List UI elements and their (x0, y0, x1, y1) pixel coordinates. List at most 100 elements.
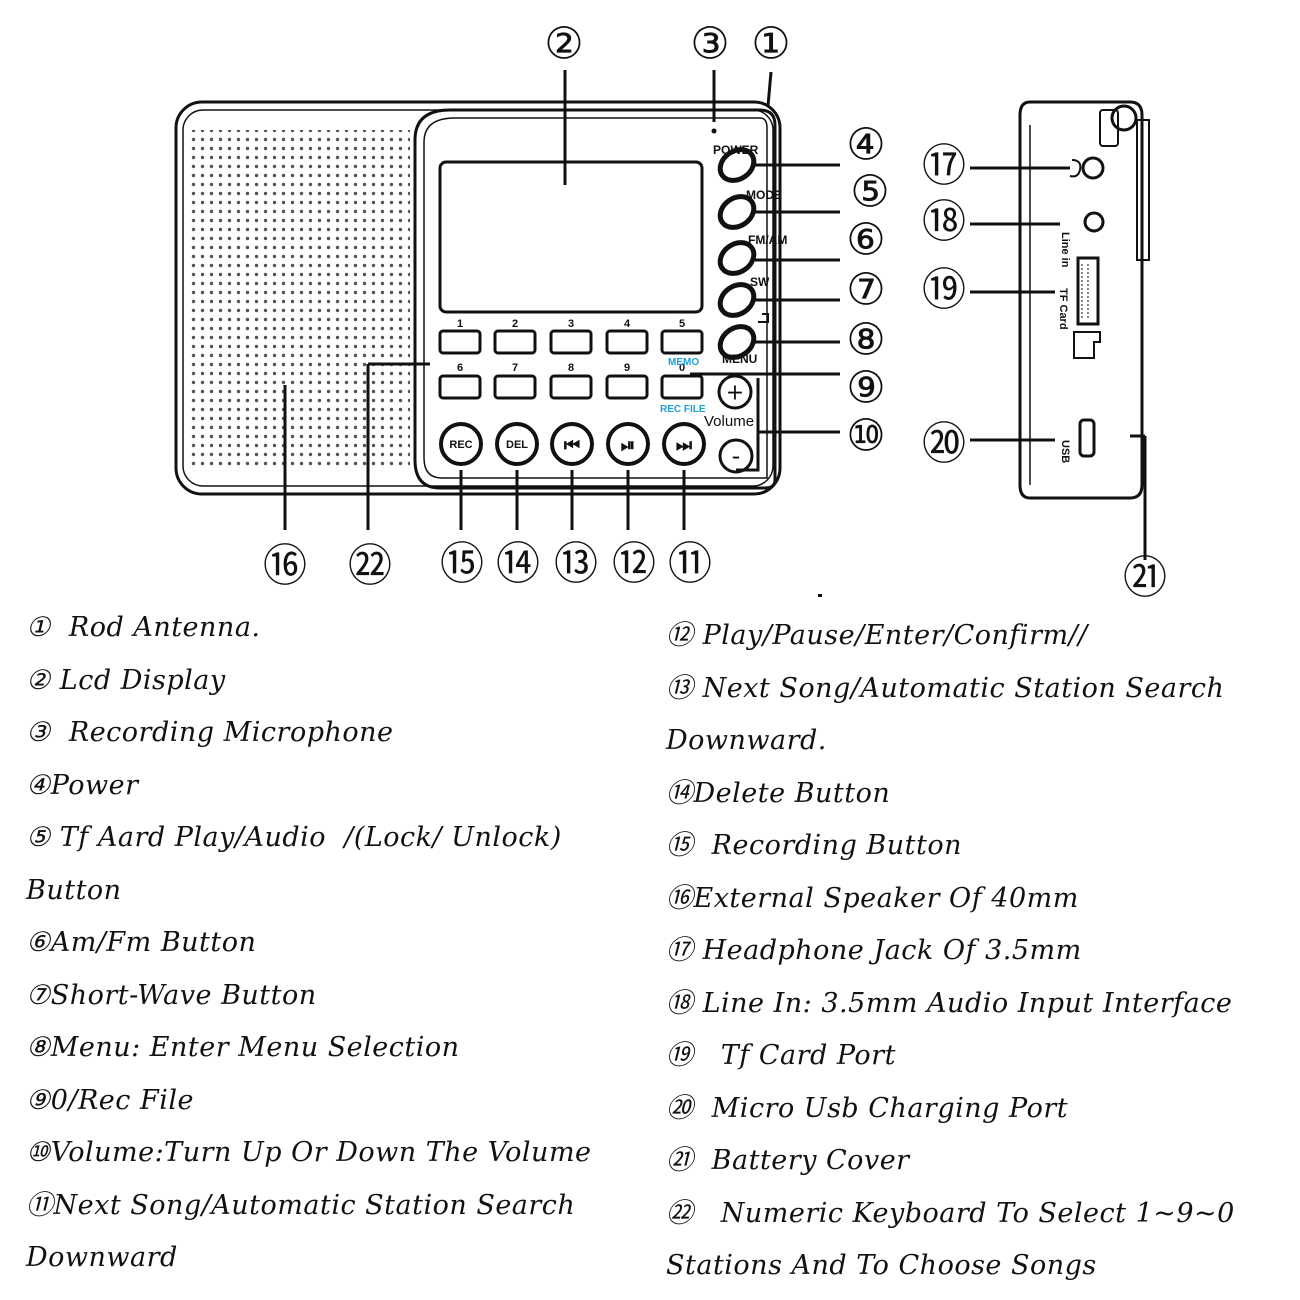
tf-card-slot (1076, 256, 1100, 326)
callout-1: ① (751, 19, 790, 70)
side-button-label: FM/AM (748, 233, 787, 247)
side-button-mode[interactable] (714, 190, 760, 234)
legend-line: ㉒ Numeric Keyboard To Select 1~9~0 (666, 1197, 1235, 1229)
legend-line: ⑱ Line In: 3.5mm Audio Input Interface (666, 987, 1233, 1019)
legend-line: ① Rod Antenna. (26, 612, 261, 643)
key-label: 0 (679, 362, 685, 374)
transport-button-3[interactable] (606, 422, 650, 466)
key-9[interactable] (605, 374, 649, 400)
legend-line: Button (26, 874, 122, 906)
volume-control: + - Volume (704, 374, 760, 474)
transport-label: ⏮ (564, 435, 580, 455)
front-panel-inner (423, 117, 768, 479)
radio-body-outer (174, 100, 782, 496)
key-label: 9 (624, 362, 630, 374)
radio-side-view: Line in TF Card USB (1018, 100, 1150, 500)
side-button-sw[interactable] (714, 278, 760, 322)
legend-line: ⑨0/Rec File (26, 1084, 194, 1116)
speaker-grill (190, 130, 410, 470)
key-3[interactable] (549, 329, 593, 355)
transport-button-0[interactable] (439, 422, 483, 466)
callout-22: ㉒ (348, 541, 392, 592)
legend-line: ⑲ Tf Card Port (666, 1040, 896, 1071)
side-button-label: POWER (713, 143, 759, 157)
callout-4: ④ (846, 120, 885, 171)
callout-11: ⑪ (668, 539, 712, 590)
legend-line: ㉑ Battery Cover (666, 1145, 910, 1176)
legend-line: ⑦Short-Wave Button (26, 979, 317, 1011)
volume-bracket (736, 378, 760, 472)
dot-mark (818, 594, 822, 597)
microphone-hole (711, 128, 717, 134)
callout-18: ⑱ (922, 197, 966, 248)
legend-line: ③ Recording Microphone (26, 717, 394, 748)
callout-10: ⑩ (846, 411, 885, 462)
legend-line: ⑧Menu: Enter Menu Selection (26, 1032, 460, 1063)
legend-line: ⑭Delete Button (666, 777, 891, 809)
key-4[interactable] (605, 329, 649, 355)
callout-6: ⑥ (846, 215, 885, 266)
callout-12: ⑫ (612, 539, 656, 590)
callout-5: ⑤ (850, 167, 889, 218)
key-6[interactable] (438, 374, 482, 400)
key-7[interactable] (493, 374, 537, 400)
volume-down-button[interactable] (718, 438, 754, 474)
legend-line: ⑰ Headphone Jack Of 3.5mm (666, 935, 1082, 966)
key-1[interactable] (438, 329, 482, 355)
key-label: 7 (512, 362, 518, 374)
key-label: 5 (679, 318, 685, 330)
legend-line: Downward (26, 1242, 178, 1273)
callout-14: ⑭ (496, 539, 540, 590)
tf-card-icon (1073, 331, 1101, 359)
tf-card-label: TF Card (1057, 288, 1069, 330)
key-8[interactable] (549, 374, 593, 400)
transport-button-1[interactable] (495, 422, 539, 466)
legend-line: ⑪Next Song/Automatic Station Search (26, 1189, 576, 1221)
side-button-power[interactable] (714, 143, 760, 187)
memo-label: MEMO (668, 357, 699, 368)
legend-line: ⑫ Play/Pause/Enter/Confirm// (666, 620, 1088, 651)
key-2[interactable] (493, 329, 537, 355)
side-button-menu[interactable] (714, 320, 760, 364)
legend-left: ① Rod Antenna. ② Lcd Display ③ Recording M… (26, 602, 646, 1285)
legend-line: Downward. (666, 725, 827, 756)
usb-port (1078, 418, 1096, 458)
antenna-rod-side (1136, 119, 1150, 261)
lcd-display (438, 160, 704, 314)
callout-3: ③ (690, 19, 729, 70)
callout-16: ⑯ (263, 541, 307, 592)
legend-line: ⑥Am/Fm Button (26, 927, 257, 958)
legend-line: ② Lcd Display (26, 664, 226, 696)
callout-8: ⑧ (846, 315, 885, 366)
key-label: 1 (457, 318, 463, 330)
key-label: 6 (457, 362, 463, 374)
volume-down-label: - (732, 442, 741, 470)
transport-button-4[interactable] (662, 422, 706, 466)
side-button-fm-am[interactable] (714, 236, 760, 280)
line-in-jack (1083, 211, 1105, 233)
side-body (1018, 100, 1144, 500)
volume-up-label: + (726, 381, 744, 406)
key-label: 3 (568, 318, 574, 330)
key-label: 4 (624, 318, 631, 330)
key-5[interactable] (660, 329, 704, 355)
transport-label: ⏭ (676, 435, 693, 455)
key-label: 8 (568, 362, 574, 374)
legend-line: ⑯External Speaker Of 40mm (666, 882, 1079, 914)
key-0[interactable] (660, 374, 704, 400)
side-button-label: MENU (722, 352, 757, 366)
legend-line: Stations And To Choose Songs (666, 1250, 1097, 1281)
legend-line: ⑤ Tf Aard Play/Audio /(Lock/ Unlock) (26, 822, 562, 853)
callout-19: ⑲ (922, 265, 966, 316)
side-button-label: SW (750, 275, 770, 289)
callout-17: ⑰ (922, 141, 966, 192)
legend-line: ④Power (26, 769, 139, 801)
transport-label: REC (449, 439, 472, 451)
volume-up-button[interactable] (717, 374, 753, 410)
radio-front-view (174, 100, 782, 496)
transport-button-2[interactable] (550, 422, 594, 466)
